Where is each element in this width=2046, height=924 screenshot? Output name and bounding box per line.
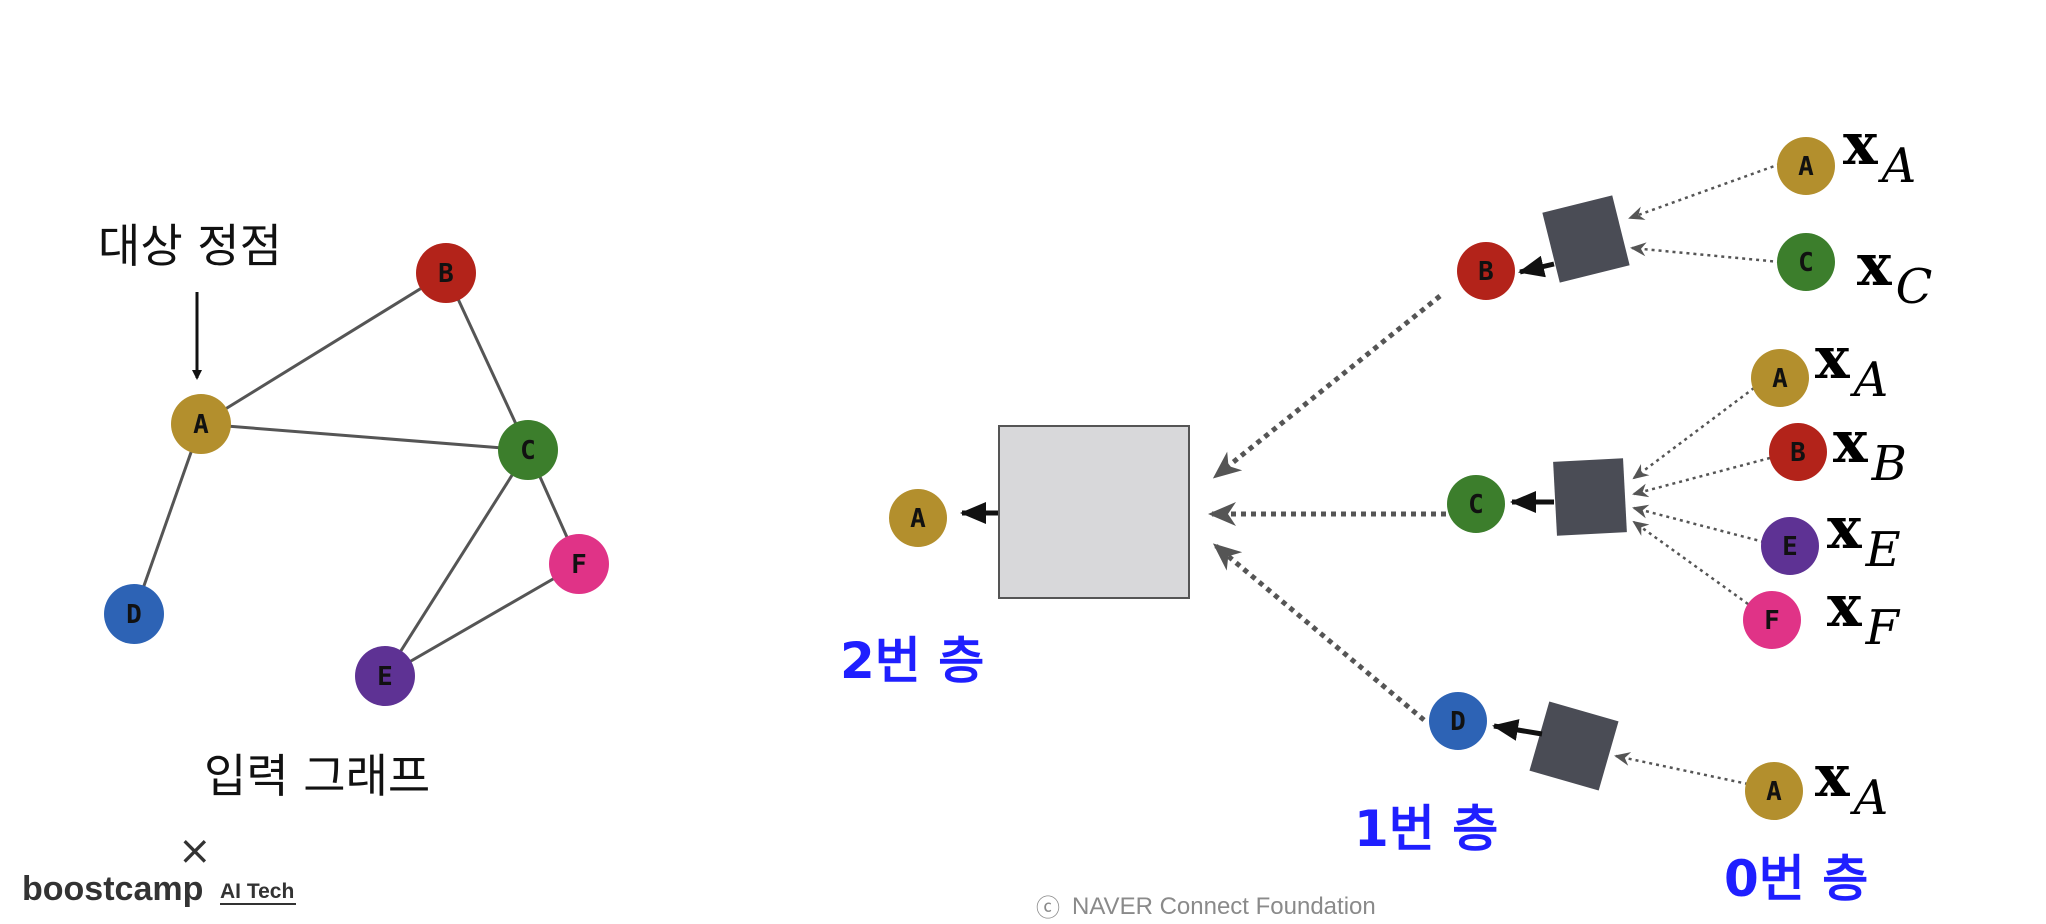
feature-symbol: x: [1857, 231, 1892, 299]
output-node-A-label: A: [910, 504, 926, 534]
layer1-node-C: C: [1447, 475, 1505, 533]
layer0-C-node-F-label: F: [1764, 606, 1780, 636]
feature-symbol: x: [1815, 324, 1850, 392]
layer0-C-node-E-label: E: [1782, 532, 1798, 562]
layer0-C-feature-B: xB: [1833, 408, 1907, 492]
aggregator-layer1-D: [1529, 701, 1619, 791]
layer0-C-node-B-label: B: [1790, 438, 1806, 468]
computation-graph: A B C D: [840, 110, 1932, 908]
input-node-A-label: A: [193, 410, 209, 440]
feature-symbol: x: [1833, 408, 1868, 476]
footer-text: NAVER Connect Foundation: [1072, 893, 1376, 920]
brand-logo: × boostcamp AI Tech: [22, 828, 296, 908]
edge-0-A-to-C: [1632, 387, 1755, 480]
layer0-B-feature-C: xC: [1857, 231, 1932, 315]
edge-E-F: [384, 562, 580, 678]
layer0-B-feature-A: xA: [1843, 110, 1916, 194]
input-graph-caption: 입력 그래프: [204, 749, 430, 803]
layer0-D-node-A: A xA: [1745, 742, 1888, 826]
feature-subscript: A: [1878, 138, 1917, 194]
aggregator-layer1-C: [1553, 458, 1627, 536]
feature-symbol: x: [1843, 110, 1878, 178]
layer0-B-node-A-label: A: [1798, 152, 1814, 182]
footer: ⓒ NAVER Connect Foundation: [1036, 893, 1376, 922]
aggregator-layer2: [998, 425, 1190, 599]
copyright-icon: ⓒ: [1036, 895, 1060, 922]
layer0-label: 0번 층: [1724, 850, 1868, 908]
layer0-D-node-A-label: A: [1766, 777, 1782, 807]
edge-A-B: [200, 271, 447, 426]
input-node-F-label: F: [571, 550, 587, 580]
input-node-A: A: [171, 394, 231, 454]
layer1-node-C-label: C: [1468, 490, 1484, 520]
layer0-B-node-A: A xA: [1777, 110, 1916, 195]
input-node-C-label: C: [520, 436, 536, 466]
layer0-C-node-A-label: A: [1772, 364, 1788, 394]
edge-D-to-aggregator: [1212, 543, 1426, 722]
layer0-C-feature-E: xE: [1827, 494, 1901, 578]
input-graph: 대상 정점 A B C D E: [98, 219, 609, 803]
edge-A-D: [132, 423, 203, 615]
layer1-label: 1번 층: [1354, 800, 1498, 858]
aggregator-layer1-B: [1542, 195, 1630, 283]
edge-C-E: [383, 449, 530, 677]
edge-0-E-to-C: [1632, 504, 1765, 544]
input-node-B: B: [416, 243, 476, 303]
input-node-C: C: [498, 420, 558, 480]
layer1-node-B: B: [1457, 242, 1515, 300]
layer2-label: 2번 층: [840, 632, 984, 690]
layer0-C-node-F: F xF: [1743, 572, 1901, 656]
brand-cross: ×: [178, 828, 212, 874]
feature-symbol: x: [1815, 742, 1850, 810]
layer0-C-node-E: E xE: [1761, 494, 1901, 578]
edge-0-C-to-B: [1630, 242, 1781, 264]
layer0-B-node-C: C xC: [1777, 231, 1932, 315]
layer0-C-node-B: B xB: [1769, 408, 1907, 492]
input-node-F: F: [549, 534, 609, 594]
feature-symbol: x: [1827, 494, 1862, 562]
target-node-label: 대상 정점: [98, 219, 282, 273]
layer1-node-D: D: [1429, 692, 1487, 750]
feature-subscript: A: [1850, 352, 1889, 408]
feature-symbol: x: [1827, 572, 1862, 640]
input-node-D-label: D: [126, 600, 142, 630]
feature-subscript: A: [1850, 770, 1889, 826]
arrow-to-D: [1492, 719, 1543, 741]
brand-name: boostcamp: [22, 870, 203, 908]
input-node-E: E: [355, 646, 415, 706]
edge-0-A-to-D: [1614, 752, 1749, 786]
input-node-E-label: E: [377, 662, 393, 692]
layer0-D-feature-A: xA: [1815, 742, 1888, 826]
edge-0-B-to-C: [1632, 456, 1771, 498]
edge-B-to-aggregator: [1212, 294, 1442, 479]
edge-0-F-to-C: [1632, 520, 1749, 606]
layer1-node-D-label: D: [1450, 707, 1466, 737]
feature-subscript: E: [1865, 522, 1901, 578]
feature-subscript: C: [1896, 259, 1933, 315]
feature-subscript: B: [1871, 436, 1907, 492]
layer0-B-node-C-label: C: [1798, 248, 1814, 278]
layer0-C-feature-A: xA: [1815, 324, 1888, 408]
edge-A-C: [200, 422, 529, 452]
arrow-to-B: [1518, 255, 1555, 278]
layer1-node-B-label: B: [1478, 257, 1494, 287]
feature-subscript: F: [1865, 600, 1901, 656]
layer0-C-feature-F: xF: [1827, 572, 1901, 656]
layer0-C-node-A: A xA: [1751, 324, 1888, 408]
edge-0-A-to-B: [1628, 162, 1781, 220]
input-node-D: D: [104, 584, 164, 644]
edge-B-C: [444, 272, 530, 451]
output-node-A: A: [889, 489, 947, 547]
input-node-B-label: B: [438, 259, 454, 289]
brand-suffix: AI Tech: [220, 880, 294, 903]
